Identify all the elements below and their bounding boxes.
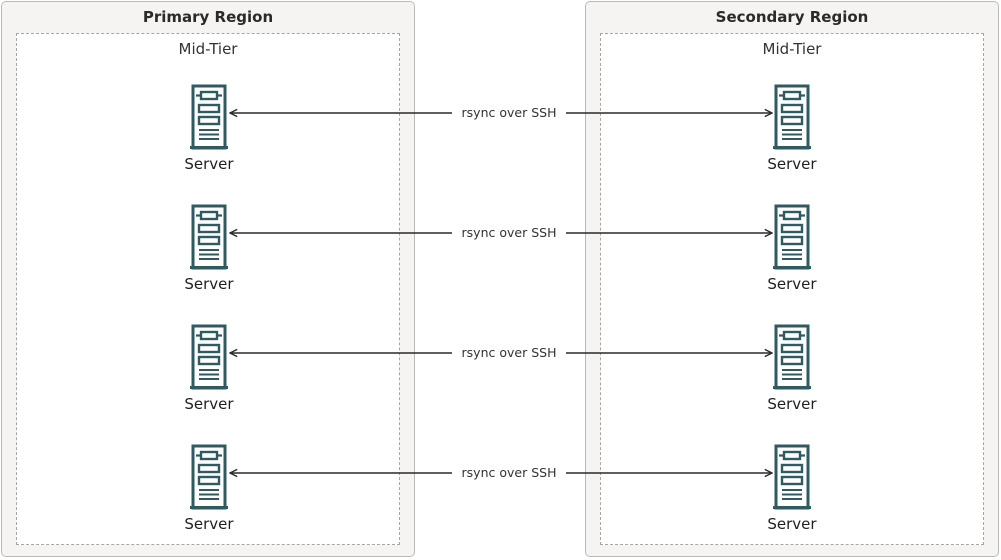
server-tower-icon [773,324,811,390]
rsync-label-1: rsync over SSH [452,105,566,120]
primary-region: Primary Region Mid-Tier Server Server Se… [1,1,415,557]
server-tower-icon [773,444,811,510]
secondary-region-title: Secondary Region [715,8,869,26]
secondary-region: Secondary Region Mid-Tier Server Server … [585,1,999,557]
primary-server-3-label: Server [184,395,234,413]
primary-server-1: Server [169,84,249,173]
server-tower-icon [773,84,811,150]
primary-server-3: Server [169,324,249,413]
primary-mid-tier-label: Mid-Tier [178,40,238,58]
server-tower-icon [190,204,228,270]
rsync-label-4: rsync over SSH [452,465,566,480]
secondary-server-2-label: Server [767,275,817,293]
secondary-server-1-label: Server [767,155,817,173]
secondary-server-2: Server [752,204,832,293]
server-tower-icon [190,324,228,390]
primary-server-2-label: Server [184,275,234,293]
secondary-server-4-label: Server [767,515,817,533]
server-tower-icon [190,84,228,150]
primary-server-4: Server [169,444,249,533]
secondary-server-1: Server [752,84,832,173]
primary-region-title: Primary Region [142,8,274,26]
primary-server-1-label: Server [184,155,234,173]
rsync-label-2: rsync over SSH [452,225,566,240]
rsync-label-3: rsync over SSH [452,345,566,360]
primary-server-4-label: Server [184,515,234,533]
primary-server-2: Server [169,204,249,293]
secondary-mid-tier-label: Mid-Tier [762,40,822,58]
secondary-server-3-label: Server [767,395,817,413]
secondary-mid-tier: Mid-Tier Server Server Server Server [600,33,984,545]
server-tower-icon [190,444,228,510]
primary-mid-tier: Mid-Tier Server Server Server Server [16,33,400,545]
server-tower-icon [773,204,811,270]
secondary-server-3: Server [752,324,832,413]
secondary-server-4: Server [752,444,832,533]
